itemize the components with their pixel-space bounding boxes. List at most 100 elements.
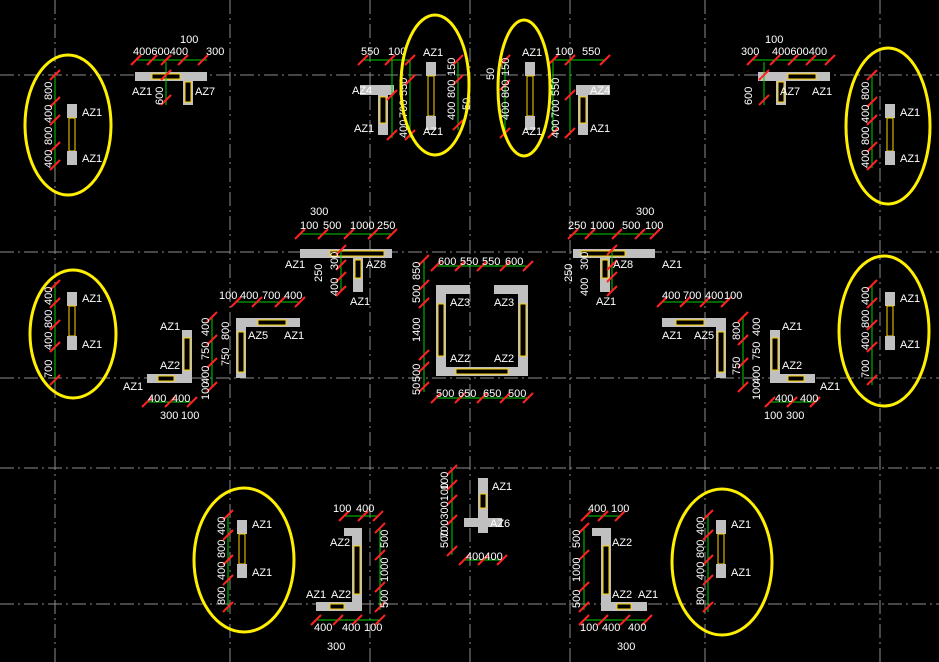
highlight-ellipses [23, 13, 932, 637]
dim-text: 50 [485, 68, 497, 80]
dim-text: 300 [329, 252, 341, 270]
tag-az1: AZ1 [284, 330, 304, 342]
dim-text: 400 [43, 287, 55, 305]
dim-text: 400 [356, 503, 374, 515]
dim-text: 600 [505, 256, 523, 268]
dim-text: 250 [313, 264, 325, 282]
tag-az2: AZ2 [612, 589, 632, 601]
dim-text: 100 [181, 410, 199, 422]
dim-text: 400 [240, 290, 258, 302]
highlight-ellipse [837, 254, 931, 408]
highlight-ellipse [192, 486, 296, 634]
tag-az1: AZ1 [132, 86, 152, 98]
dim-text: 400 [602, 622, 620, 634]
wall-column-pair-top-left [67, 104, 77, 165]
dim-text: 400 [314, 622, 332, 634]
dim-text: 300 [636, 206, 654, 218]
dim-text: 300 [160, 410, 178, 422]
tag-az2: AZ2 [331, 589, 351, 601]
tag-az1: AZ1 [900, 339, 920, 351]
dim-text: 500 [379, 590, 391, 608]
dim-text: 700 [860, 360, 872, 378]
dim-text: 500 [571, 590, 583, 608]
dim-text: 800 [731, 322, 743, 340]
dim-text: 400600400 [133, 46, 188, 58]
dim-text: 100 [388, 46, 406, 58]
wall-tags: AZ1 AZ1 AZ1 AZ7 AZ4 AZ1 AZ1 AZ1 AZ1 AZ1 … [82, 47, 920, 601]
dim-text: 800 [216, 540, 228, 558]
dim-text: 400 [662, 290, 680, 302]
wall-column-pair-bottom-right [716, 520, 726, 578]
dim-text: 400 [860, 287, 872, 305]
dim-text: 400 [705, 290, 723, 302]
dim-text: 700 [262, 290, 280, 302]
dim-text: 400 [800, 393, 818, 405]
dimension-lines [49, 54, 878, 626]
dim-text: 400 [695, 562, 707, 580]
dim-text: 800 [500, 80, 512, 98]
dim-text: 400 [172, 393, 190, 405]
dim-text: 400 [860, 150, 872, 168]
dim-text: 800 [860, 82, 872, 100]
dim-text: 100 [751, 382, 763, 400]
dim-text: 700 [683, 290, 701, 302]
dim-text: 300 [786, 410, 804, 422]
dim-text: 400 [329, 278, 341, 296]
tag-az2: AZ2 [494, 353, 514, 365]
dim-text: 750 [200, 342, 212, 360]
dim-text: 100 [219, 290, 237, 302]
dim-text: 800 [216, 587, 228, 605]
tag-az6: AZ6 [490, 518, 510, 530]
tag-az1: AZ1 [820, 381, 840, 393]
dim-text: 550 [582, 46, 600, 58]
highlight-ellipse [844, 46, 932, 206]
tag-az4: AZ4 [590, 85, 610, 97]
tag-az4: AZ4 [352, 85, 372, 97]
dim-text: 400 [148, 393, 166, 405]
tag-az2: AZ2 [160, 360, 180, 372]
tag-az1: AZ1 [662, 330, 682, 342]
dim-text: 800 [860, 310, 872, 328]
dim-text: 800 [695, 540, 707, 558]
wall-column-pair-mid-right [885, 292, 895, 350]
tag-az1: AZ1 [731, 567, 751, 579]
dim-text: 500 [411, 364, 423, 382]
dim-text: 600 [438, 256, 456, 268]
dim-text: 700300100 [439, 483, 451, 538]
dim-text: 100 [764, 410, 782, 422]
wall-column-pair-top-right [885, 104, 895, 165]
dim-text: 400 [695, 517, 707, 535]
tag-az5: AZ5 [248, 330, 268, 342]
dim-text: 800 [43, 82, 55, 100]
wall-core-az2-az3 [436, 285, 528, 376]
wall-az6-tee [464, 478, 502, 533]
dim-text: 100 [724, 290, 742, 302]
dim-text: 300 [206, 46, 224, 58]
dim-text: 400 [284, 290, 302, 302]
dim-text: 400 [446, 102, 458, 120]
dim-text: 500 [411, 285, 423, 303]
dim-text: 250 [377, 220, 395, 232]
dim-text: 500 [571, 530, 583, 548]
dim-text: 1000 [571, 558, 583, 582]
dim-text: 800 [220, 322, 232, 340]
dim-text: 400 [43, 105, 55, 123]
dim-text: 550 [361, 46, 379, 58]
tag-az1: AZ1 [900, 153, 920, 165]
dim-text: 100 [439, 472, 451, 490]
dim-text: 300 [327, 641, 345, 653]
dim-text: 150 [500, 58, 512, 76]
dim-text: 400 [43, 332, 55, 350]
dim-text: 750 [220, 348, 232, 366]
highlight-ellipse [23, 53, 113, 197]
tag-az2: AZ2 [450, 353, 470, 365]
dim-text: 400 [200, 366, 212, 384]
tag-az1: AZ1 [596, 296, 616, 308]
tag-az1: AZ1 [590, 123, 610, 135]
dim-text: 1000 [379, 558, 391, 582]
dim-text: 750 [731, 357, 743, 375]
dim-text: 300 [579, 252, 591, 270]
dim-text: 150 [446, 58, 458, 76]
dim-text: 400 [751, 318, 763, 336]
